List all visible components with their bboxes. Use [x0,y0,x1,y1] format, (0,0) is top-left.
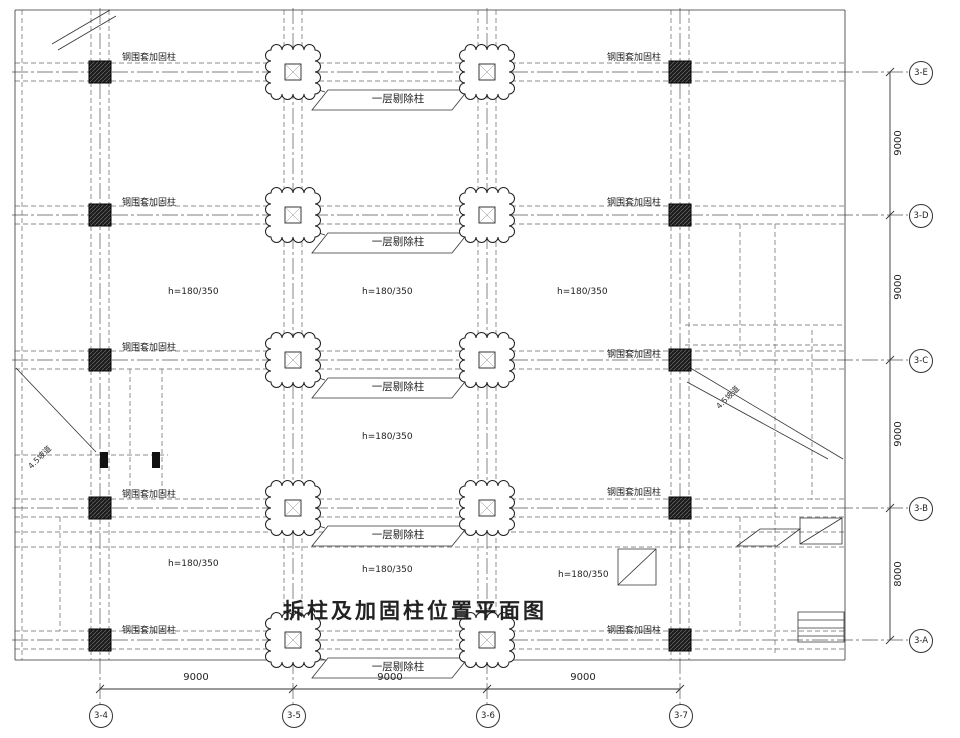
slab-note: h=180/350 [362,565,413,575]
grid-bubble-row-D: 3-D [909,204,933,228]
reinforced-column-label: 钢围套加固柱 [607,488,662,498]
slab-note: h=180/350 [168,559,219,569]
dimension-right: 9000 [893,130,904,156]
drawing-title: 拆柱及加固柱位置平面图 [283,599,547,623]
small-column-mark [100,452,108,468]
dimension-right: 8000 [893,561,904,587]
ramp-diagonal-lines [15,9,844,460]
dimension-right: 9000 [893,421,904,447]
removed-column-label: 一层剔除柱 [371,381,425,393]
slab-note: h=180/350 [362,432,413,442]
grid-bubble-row-B: 3-B [909,497,933,521]
removed-column-label: 一层剔除柱 [371,661,425,673]
dimension-right: 9000 [893,274,904,300]
reinforced-column-label: 钢围套加固柱 [122,343,177,353]
reinforced-column-label: 钢围套加固柱 [122,626,177,636]
secondary-lines [15,10,845,660]
reinforced-column-label: 钢围套加固柱 [122,490,177,500]
grid-bubble-col-6: 3-6 [476,704,500,728]
reinforced-column-label: 钢围套加固柱 [122,53,177,63]
slab-note: h=180/350 [558,570,609,580]
reinforced-column-label: 钢围套加固柱 [607,350,662,360]
reinforced-column-label: 钢围套加固柱 [607,198,662,208]
dimension-bottom: 9000 [570,672,596,683]
removed-column-label: 一层剔除柱 [371,93,425,105]
dimension-lines [100,72,891,690]
dimension-ticks [95,67,895,694]
reinforced-column-label: 钢围套加固柱 [607,53,662,63]
grid-bubble-col-4: 3-4 [89,704,113,728]
reinforced-column-symbols [88,60,692,652]
grid-bubble-row-E: 3-E [909,61,933,85]
slab-note: h=180/350 [362,287,413,297]
grid-bubble-row-C: 3-C [909,349,933,373]
detail-lines [617,517,845,643]
grid-bubble-col-5: 3-5 [282,704,306,728]
grid-bubble-row-A: 3-A [909,629,933,653]
reinforced-column-label: 钢围套加固柱 [122,198,177,208]
removed-column-label: 一层剔除柱 [371,236,425,248]
slab-note: h=180/350 [168,287,219,297]
small-column-mark [152,452,160,468]
grid-bubble-col-7: 3-7 [669,704,693,728]
slab-note: h=180/350 [557,287,608,297]
removed-column-banner [311,89,469,679]
dimension-bottom: 9000 [377,672,403,683]
reinforced-column-label: 钢围套加固柱 [607,626,662,636]
dimension-bottom: 9000 [183,672,209,683]
beam-lines-horizontal [15,62,845,650]
removed-column-label: 一层剔除柱 [371,529,425,541]
